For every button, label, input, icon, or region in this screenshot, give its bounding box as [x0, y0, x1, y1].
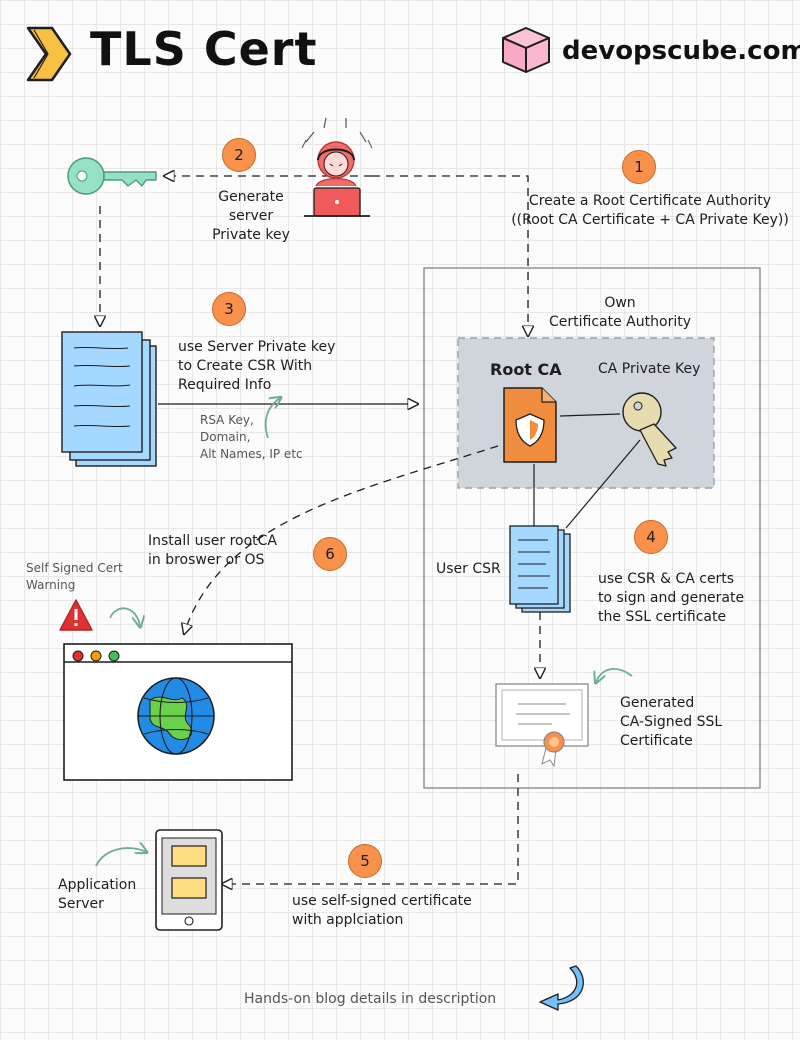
footer-text: Hands-on blog details in description — [244, 991, 497, 1007]
warning-icon — [59, 599, 93, 631]
cube-logo-icon — [502, 27, 550, 73]
root-ca-cert-icon — [503, 387, 557, 463]
csr-document-icon — [61, 331, 157, 467]
curved-arrow-icon — [596, 668, 633, 682]
step-badge-3: 3 — [212, 292, 246, 326]
ca-private-key-label: CA Private Key — [598, 361, 701, 377]
page-title: TLS Cert — [90, 22, 318, 76]
server-icon — [155, 829, 223, 931]
step-badge-5: 5 — [348, 844, 382, 878]
ssl-certificate-icon — [495, 683, 589, 768]
root-ca-region — [457, 337, 715, 489]
curved-arrow-icon — [109, 607, 140, 626]
csr-info-label: RSA Key, Domain, Alt Names, IP etc — [200, 413, 303, 461]
step-2-text: Generate server Private key — [212, 189, 290, 243]
generated-cert-label: Generated CA-Signed SSL Certificate — [620, 695, 723, 749]
step-4-text: use CSR & CA certs to sign and generate … — [598, 571, 745, 625]
user-csr-icon — [509, 525, 571, 613]
brand-name: devopscube.com — [562, 36, 800, 66]
arrow-rootca-to-browser — [184, 445, 499, 634]
globe-icon — [137, 677, 215, 755]
self-signed-warning-label: Self Signed Cert Warning — [26, 561, 123, 592]
own-ca-label: Own Certificate Authority — [549, 295, 691, 330]
step-badge-1: 1 — [622, 150, 656, 184]
step-3-text: use Server Private key to Create CSR Wit… — [178, 339, 336, 393]
step-badge-2: 2 — [222, 138, 256, 172]
curved-arrow-icon — [264, 398, 280, 439]
arrow-dev-to-ca — [372, 175, 528, 336]
line-rootca-key — [559, 413, 621, 417]
line-key-csr — [565, 439, 641, 529]
step-badge-4: 4 — [634, 520, 668, 554]
own-ca-box — [423, 267, 761, 789]
step-5-text: use self-signed certificate with applcia… — [292, 893, 472, 928]
user-csr-label: User CSR — [436, 561, 501, 577]
step-badge-6: 6 — [313, 537, 347, 571]
step-6-text: Install user rootCA in broswer or OS — [148, 533, 278, 568]
root-ca-label: Root CA — [490, 360, 562, 379]
curved-arrow-icon — [539, 965, 584, 1011]
app-server-label: Application Server — [58, 877, 137, 912]
ca-key-icon — [622, 392, 677, 467]
developer-icon — [301, 117, 373, 217]
chevron-logo-icon — [26, 26, 72, 82]
curved-arrow-icon — [95, 848, 146, 867]
key-icon — [67, 157, 157, 195]
step-1-text: Create a Root Certificate Authority ((Ro… — [511, 193, 789, 228]
